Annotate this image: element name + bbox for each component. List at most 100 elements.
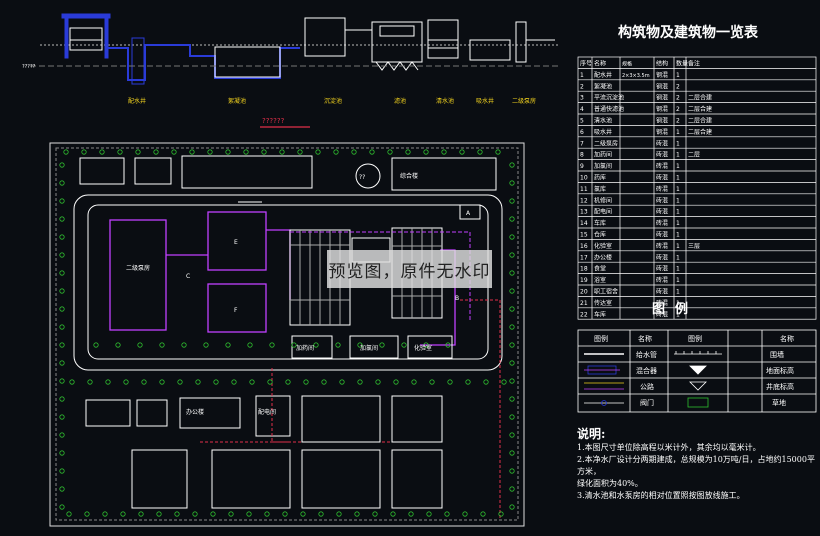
tree-icon (231, 379, 237, 385)
tree-icon (354, 511, 360, 517)
tree-icon (210, 511, 216, 517)
mixer-symbol (584, 365, 620, 375)
note-line: 2.本净水厂设计分两期建成，总规模为10万吨/日，占地约15000平方米， (577, 455, 815, 476)
tree-icon (59, 234, 65, 240)
tree-icon (141, 379, 147, 385)
table-cell: 药库 (594, 174, 606, 182)
building-label: ?? (359, 174, 365, 181)
table-cell: 1 (676, 300, 680, 307)
profile-label: 清水池 (436, 97, 454, 105)
tree-icon (336, 511, 342, 517)
tree-icon (264, 511, 270, 517)
table-cell: 18 (580, 266, 588, 273)
tree-icon (59, 414, 65, 420)
building-label: 配电间 (258, 408, 276, 416)
tree-icon (59, 180, 65, 186)
table-cell: 车库 (594, 219, 606, 227)
table-cell: 钢混 (656, 82, 668, 90)
table-cell: 仓库 (594, 231, 606, 239)
tree-icon (195, 379, 201, 385)
note-line: 1.本图尺寸单位除高程以米计外，其余均以毫米计。 (577, 443, 761, 452)
tree-icon (303, 379, 309, 385)
tree-icon (375, 379, 381, 385)
table-cell: 二层合建 (688, 94, 712, 102)
tree-icon (59, 270, 65, 276)
table-cell: 1 (676, 197, 680, 204)
tree-icon (135, 149, 141, 155)
tree-icon (357, 379, 363, 385)
tree-icon (459, 149, 465, 155)
legend-item-name: 草地 (772, 398, 786, 407)
watermark: 预览图，原件无水印 (327, 250, 492, 288)
tree-icon (313, 342, 319, 348)
legend-item-name: 给水管 (636, 350, 657, 359)
table-cell: 19 (580, 277, 588, 284)
tree-icon (87, 379, 93, 385)
profile-title: ?????? (262, 117, 285, 125)
tree-icon (509, 396, 515, 402)
tree-icon (291, 342, 297, 348)
tree-icon (509, 504, 515, 510)
table-cell: 2 (676, 83, 680, 90)
tree-icon (102, 511, 108, 517)
tree-icon (372, 511, 378, 517)
building-label: C (186, 273, 190, 280)
table-cell: 2×3×3.5m (622, 73, 650, 79)
legend-item-name: 地面标高 (766, 366, 794, 375)
site-plan (49, 142, 525, 527)
tree-icon (335, 342, 341, 348)
grass-symbol (687, 397, 709, 408)
tree-icon (249, 379, 255, 385)
table-header-cell: 结构 (656, 60, 668, 68)
table-cell: 钢混 (656, 128, 668, 136)
table-cell: 砖混 (656, 219, 668, 227)
tree-icon (99, 149, 105, 155)
tree-icon (387, 149, 393, 155)
tree-icon (509, 360, 515, 366)
table-cell: 1 (676, 232, 680, 239)
road-symbol (584, 382, 624, 390)
table-cell: 2 (676, 106, 680, 113)
legend-item-name: 井底标高 (766, 382, 794, 391)
table-cell: 砖混 (656, 231, 668, 239)
tree-icon (351, 149, 357, 155)
tree-icon (59, 252, 65, 258)
tree-icon (228, 511, 234, 517)
table-cell: 1 (676, 186, 680, 193)
tree-icon (267, 379, 273, 385)
table-cell: 1 (676, 266, 680, 273)
table-header-cell: 数量 (676, 60, 688, 68)
profile-labels: 配水井 絮凝池 沉淀池 滤池 清水池 吸水井 二级泵房 (128, 97, 536, 105)
tree-icon (59, 504, 65, 510)
table-cell: 8 (580, 152, 584, 159)
tree-icon (509, 270, 515, 276)
building-label: A (466, 210, 471, 217)
table-cell: 配水井 (594, 71, 612, 79)
tree-icon (137, 342, 143, 348)
tree-icon (509, 450, 515, 456)
table-cell: 车库 (594, 310, 606, 318)
tree-markers (59, 149, 515, 517)
tree-icon (379, 342, 385, 348)
tree-icon (282, 511, 288, 517)
table-cell: 二层 (688, 152, 700, 159)
tree-icon (509, 234, 515, 240)
table-cell: 砖混 (656, 151, 668, 159)
table-cell: 10 (580, 175, 588, 182)
table-cell: 3 (580, 95, 584, 102)
tree-icon (401, 342, 407, 348)
building-label: 综合楼 (400, 172, 418, 180)
table-cell: 1 (676, 311, 680, 318)
table-cell: 砖混 (656, 253, 668, 261)
table-cell: 食堂 (594, 265, 606, 273)
table-cell: 化验室 (594, 242, 612, 250)
table-cell: 1 (676, 163, 680, 170)
table-cell: 6 (580, 129, 584, 136)
table-cell: 二层合建 (688, 105, 712, 113)
profile-label: 吸水井 (476, 97, 494, 105)
note-line: 3.清水池和水泵房的相对位置照按图放线施工。 (577, 491, 745, 500)
tree-icon (297, 149, 303, 155)
tree-icon (59, 162, 65, 168)
